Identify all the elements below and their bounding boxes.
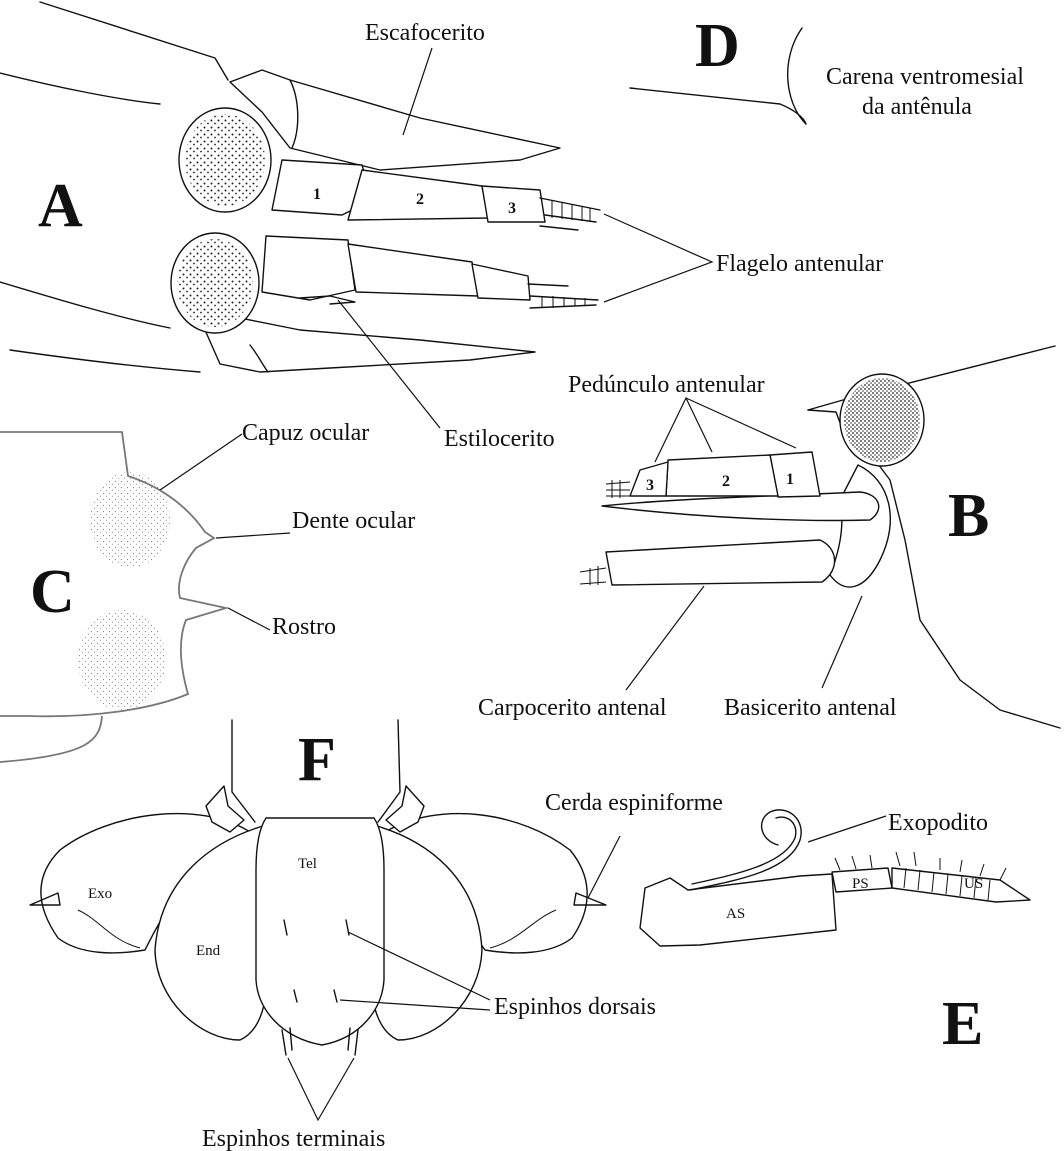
segment-b-2: 2 [722,473,730,490]
peduncle-a-lower-seg3 [472,264,530,300]
leader-carpocerito [626,586,704,690]
leader-flagelo [604,214,712,302]
label-rostro: Rostro [272,614,336,640]
segment-a-upper-1: 1 [313,186,321,203]
label-as: AS [726,906,745,922]
label-exo: Exo [88,886,112,902]
basicerite-shape [830,465,890,587]
label-tel: Tel [298,856,317,872]
panel-d: D Carena ventromesial da antênula [630,12,1024,124]
leader-basicerito [822,596,862,688]
flagellum-upper-inner [540,226,578,230]
panel-f: F Exo Tel End Cerda espiniforme Espinhos… [30,720,723,1151]
flagellum-b [606,480,630,498]
exopodite-inner [692,817,796,884]
label-flagelo-antenular: Flagelo antenular [716,251,883,277]
leader-exopodito [808,816,886,842]
segment-a-upper-3: 3 [508,200,516,217]
label-carena-line2: da antênula [862,94,972,120]
segment-b-1: 1 [786,471,794,488]
eye-c-upper [90,472,170,568]
label-ps: PS [852,876,869,892]
leader-peduncle [655,398,796,462]
label-exopodito: Exopodito [888,810,988,836]
segment-b-3: 3 [646,477,654,494]
eye-b-cornea [844,378,920,462]
label-carpocerito-antenal: Carpocerito antenal [478,695,667,721]
peduncle-a-lower-seg2 [348,244,478,296]
panel-e: E Exopodito AS PS US [640,810,1030,1058]
label-carena-line1: Carena ventromesial [826,64,1024,90]
panel-b-letter: B [948,482,989,550]
leader-terminais [288,1058,354,1120]
label-estilocerito: Estilocerito [444,426,555,452]
scaphocerite-upper [230,70,560,170]
label-peduncle-antenular: Pedúnculo antenular [568,372,765,398]
panel-d-letter: D [695,12,740,80]
eye-lower-cornea [177,239,253,327]
label-espinhos-terminais: Espinhos terminais [202,1126,385,1151]
carapace-c-bottom [0,716,102,762]
segment-a-upper-2: 2 [416,191,424,208]
eye-c-lower [78,610,166,710]
panel-b: B 1 2 3 Pedúnculo antenular Carpocerito … [478,346,1060,728]
label-cerda-espiniforme: Cerda espiniforme [545,790,723,816]
carena-profile-horizontal [630,88,806,124]
carapace-upper-line [0,73,160,104]
flagellum-b-antenna [580,566,606,585]
panel-f-letter: F [298,726,336,794]
leader-cerda [588,836,620,898]
carpocerite-b [606,540,835,585]
leader-rostro [228,608,270,630]
telson [256,818,384,1045]
carapace-lower-line [0,282,170,328]
carapace-top-outline [40,2,228,80]
scaphocerite-lower [205,318,535,372]
eye-upper-cornea [185,114,265,206]
label-basicerito-antenal: Basicerito antenal [724,695,897,721]
label-capuz-ocular: Capuz ocular [242,420,369,446]
flagellum-upper-articles [552,200,590,221]
leader-dente [216,533,290,538]
peduncle-a-lower-seg1 [262,236,355,300]
flagellum-lower-outer [528,284,598,308]
panel-c-letter: C [30,558,75,626]
panel-a-letter: A [38,172,83,240]
label-end: End [196,943,221,959]
label-dente-ocular: Dente ocular [292,508,415,534]
panel-c: C Capuz ocular Dente ocular Rostro [0,420,415,762]
panel-e-letter: E [942,990,983,1058]
label-us: US [964,876,983,892]
leader-capuz [160,434,242,490]
label-espinhos-dorsais: Espinhos dorsais [494,994,656,1020]
carapace-bottom-outline [10,350,200,372]
label-escafocerito: Escafocerito [365,20,485,46]
flagellum-upper-outer [540,198,600,222]
